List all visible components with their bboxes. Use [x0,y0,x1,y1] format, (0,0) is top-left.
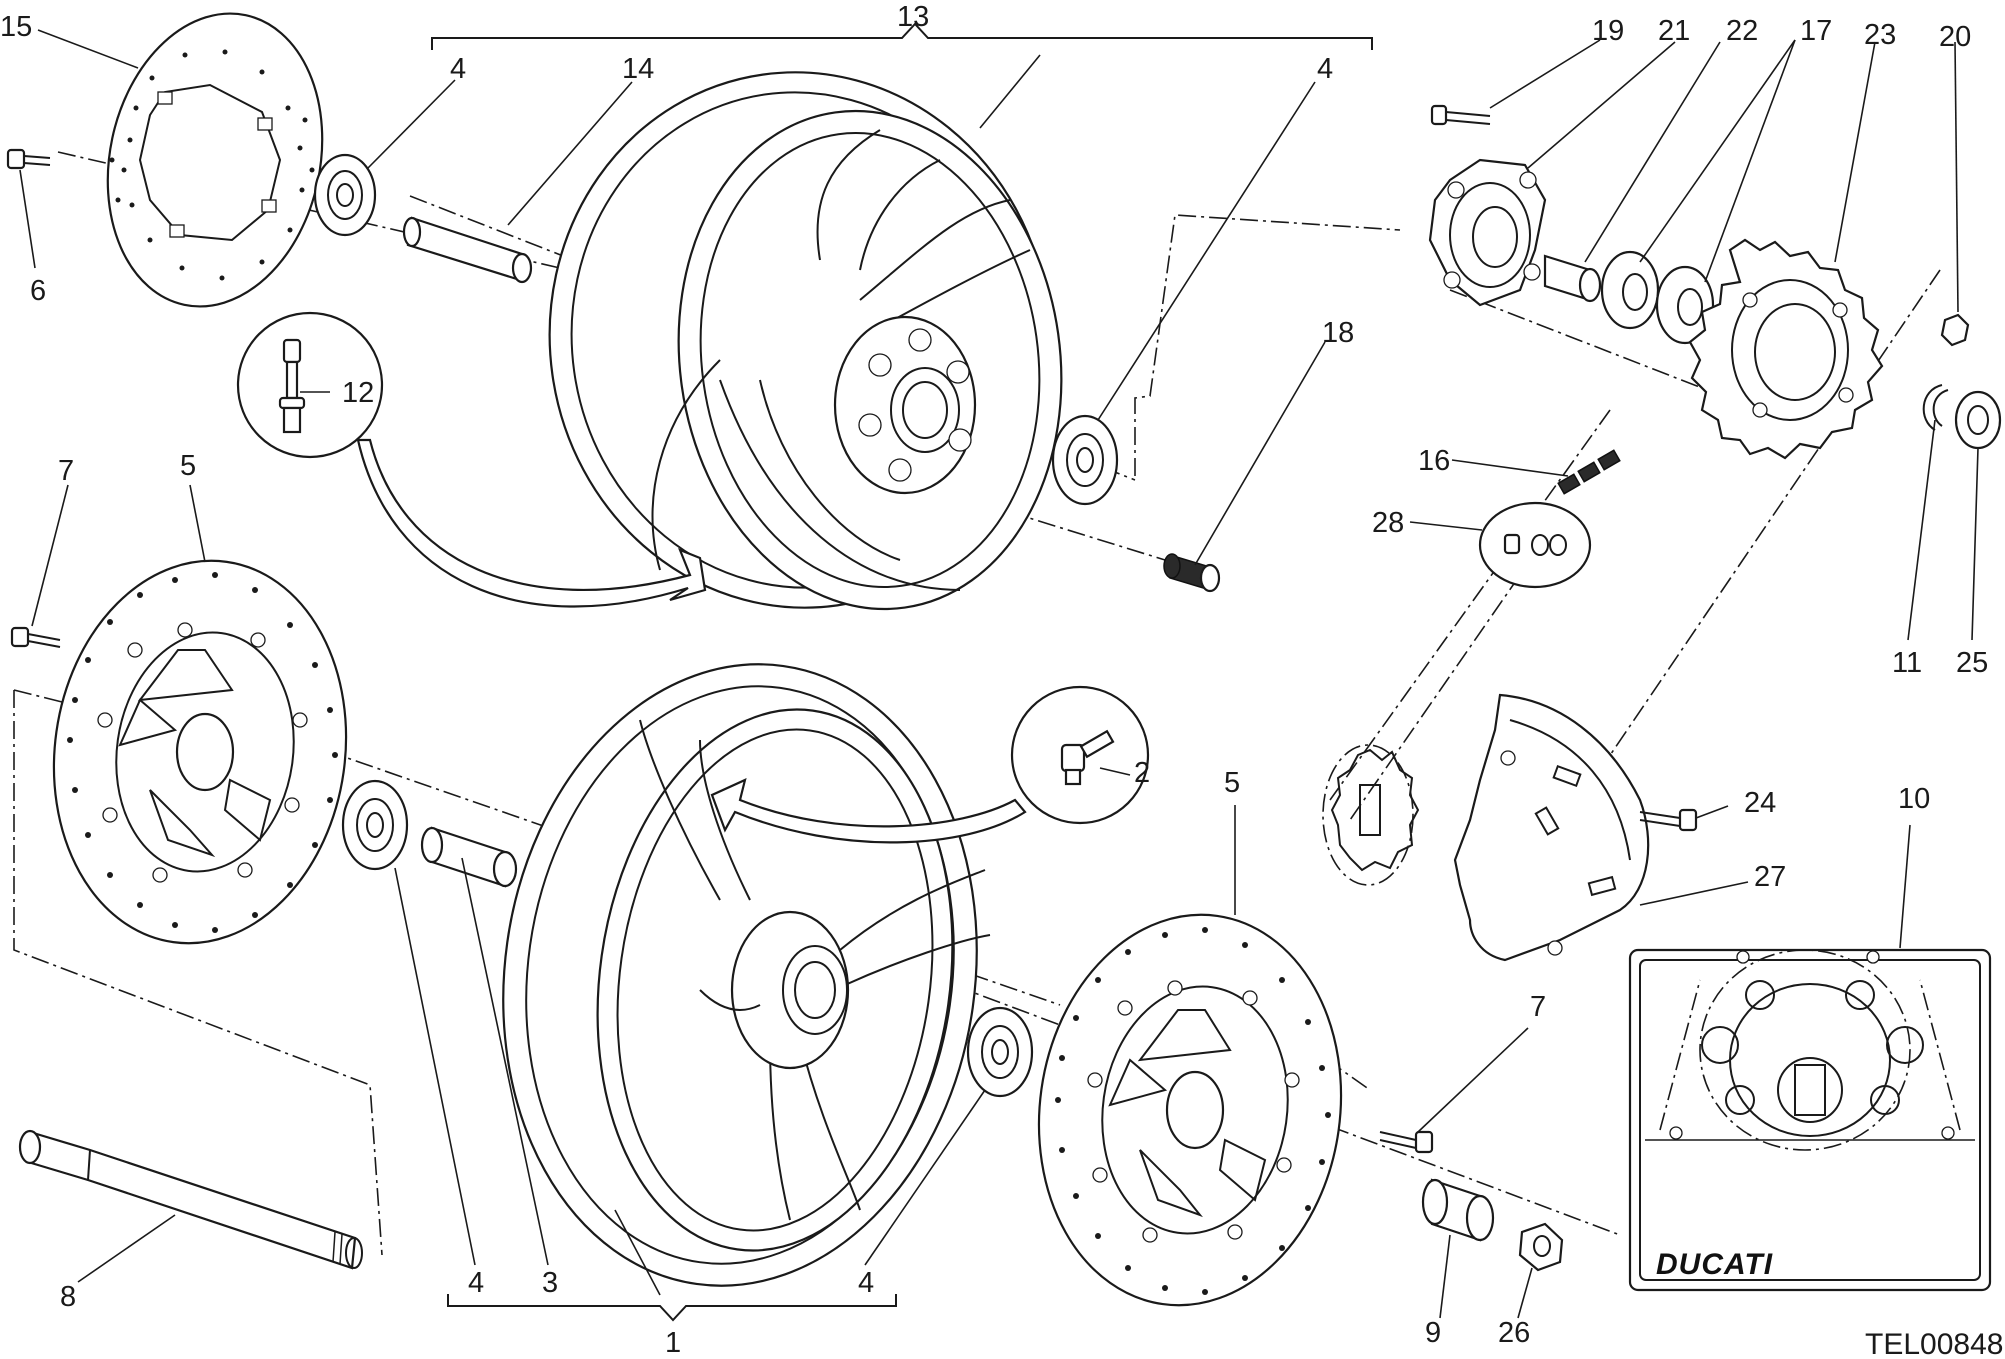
callout-11: 11 [1892,647,1922,679]
chain-link-16 [1557,449,1621,495]
bearing-rear-right [1051,414,1119,506]
leader-lines [19,29,1979,1319]
front-sprocket-dashed [1322,744,1420,886]
callout-8: 8 [60,1281,76,1313]
axle-nut-26 [1518,1222,1564,1272]
callout-14: 14 [622,53,654,85]
disc-bolt-7-left [10,626,61,648]
bearing-top-left [313,153,377,237]
drawing-code: TEL00848 [1865,1328,2003,1359]
callout-20: 20 [1939,21,1971,53]
callout-19: 19 [1592,15,1624,47]
callout-10: 10 [1898,783,1930,815]
callout-21: 21 [1658,15,1690,47]
valve-inset-12 [236,311,707,608]
callout-4: 4 [1317,53,1333,85]
sprocket-cover-27 [1453,693,1650,962]
spacer-18 [1163,553,1221,593]
callout-9: 9 [1425,1317,1441,1349]
spacer-9 [1421,1178,1495,1242]
callout-7: 7 [1530,991,1546,1023]
washer-25 [1954,390,2002,450]
front-brake-disc-left [52,559,348,945]
callout-15: 15 [0,11,32,43]
brand-logo-text: DUCATI [1656,1248,1773,1281]
bolt-19 [1430,104,1491,126]
sprocket-flange-21 [1428,158,1547,307]
bearing-front-right [966,1006,1034,1098]
rear-wheel [548,71,1063,611]
callout-16: 16 [1418,445,1450,477]
callout-3: 3 [542,1267,558,1299]
callout-4: 4 [858,1267,874,1299]
callout-4: 4 [468,1267,484,1299]
callout-1: 1 [665,1327,681,1359]
rear-brake-disc [106,12,324,308]
group-brace-1 [447,1294,897,1322]
callout-25: 25 [1956,647,1988,679]
callout-26: 26 [1498,1317,1530,1349]
callout-17: 17 [1800,15,1832,47]
chain-link-inset-28 [1478,501,1592,589]
group-brace-13 [431,22,1373,50]
callout-7: 7 [58,455,74,487]
callout-22: 22 [1726,15,1758,47]
valve-inset-2 [710,685,1150,844]
disc-perforations [109,49,315,281]
callout-5: 5 [180,450,196,482]
callout-4: 4 [450,53,466,85]
bearing-front-left [341,779,409,871]
callout-12: 12 [342,377,374,409]
callout-23: 23 [1864,19,1896,51]
rear-sprocket-23 [1688,238,1884,460]
bearings-17 [1600,250,1715,345]
front-brake-disc-right [1037,913,1343,1307]
sprocket-chart-plate-10: DUCATI [1628,948,1992,1292]
spacer-3 [420,826,518,888]
callout-28: 28 [1372,507,1404,539]
callout-5: 5 [1224,767,1240,799]
bolt-24 [1639,808,1698,832]
nut-20 [1940,313,1970,347]
disc-bolt-7-right [1379,1130,1434,1154]
callout-6: 6 [30,275,46,307]
flange-sleeve-22 [1543,254,1602,303]
callout-13: 13 [897,1,929,33]
callout-27: 27 [1754,861,1786,893]
callout-2: 2 [1134,757,1150,789]
disc-bolt-6 [6,148,51,170]
callout-24: 24 [1744,787,1776,819]
spacer-tube-14 [402,216,533,284]
front-wheel [502,663,991,1287]
front-axle-8 [18,1129,363,1270]
circlip-11 [1922,384,1949,431]
callout-18: 18 [1322,317,1354,349]
